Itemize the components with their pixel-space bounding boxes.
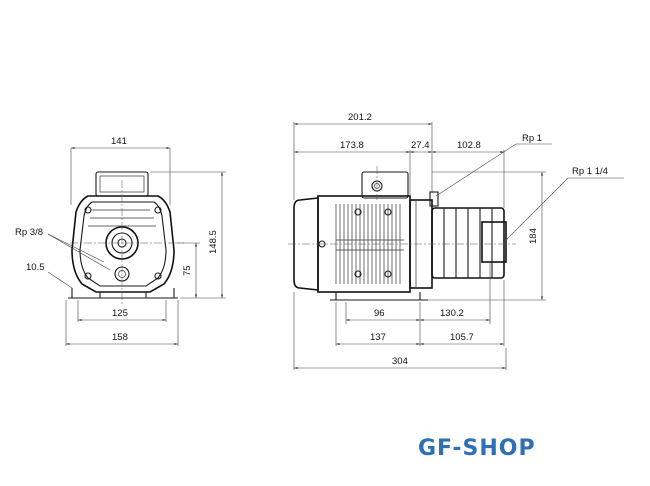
dim-125: 125	[112, 308, 128, 319]
dim-137: 137	[370, 332, 386, 343]
dim-75: 75	[182, 265, 193, 276]
dim-96: 96	[374, 308, 385, 319]
watermark-logo: GF-SHOP	[418, 436, 536, 461]
side-dimensions: 201.2 173.8 27.4 102.8 Rp 1 Rp 1 1/4 184…	[293, 112, 624, 370]
label-rp-3-8: Rp 3/8	[15, 227, 43, 238]
dim-102-8: 102.8	[457, 140, 481, 151]
label-rp-1: Rp 1	[522, 133, 542, 144]
dim-184: 184	[528, 228, 539, 244]
side-view	[288, 166, 516, 301]
dim-158: 158	[112, 332, 128, 343]
dim-141: 141	[111, 136, 127, 147]
front-view	[68, 171, 184, 304]
dim-173-8: 173.8	[340, 140, 364, 151]
dim-10-5: 10.5	[26, 262, 45, 273]
dim-130-2: 130.2	[440, 308, 464, 319]
front-dimensions: 141 125 158 148.5 75 Rp 3/8 10.5	[15, 136, 226, 346]
dim-105-7: 105.7	[450, 332, 474, 343]
dim-148-5: 148.5	[208, 230, 219, 254]
dim-304: 304	[392, 356, 408, 367]
label-rp-1-1-4: Rp 1 1/4	[572, 166, 608, 177]
dim-201-2: 201.2	[348, 112, 372, 123]
dim-27-4: 27.4	[411, 140, 430, 151]
